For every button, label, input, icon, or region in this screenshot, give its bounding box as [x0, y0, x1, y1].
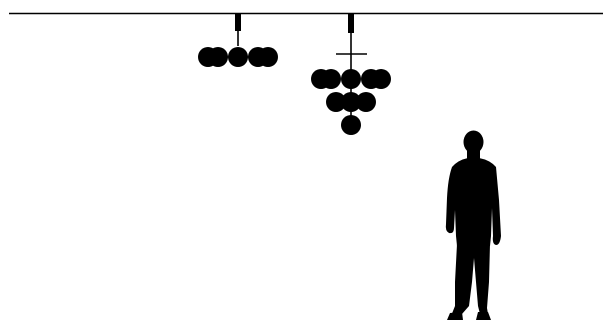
- man-head: [463, 130, 484, 154]
- globe: [258, 47, 278, 67]
- man-neck: [467, 150, 480, 160]
- globe: [326, 92, 346, 112]
- globe: [341, 69, 361, 89]
- globe: [228, 47, 248, 67]
- globe: [341, 92, 361, 112]
- man-shoe-left: [447, 312, 463, 320]
- globe: [321, 69, 341, 89]
- pendant-small: [198, 14, 278, 67]
- pendant-small-globes: [198, 47, 278, 67]
- pendant-large-globes: [311, 69, 391, 135]
- globe: [208, 47, 228, 67]
- man-torso: [445, 158, 501, 246]
- globe: [371, 69, 391, 89]
- globe: [356, 92, 376, 112]
- man-shoe-right: [476, 312, 491, 320]
- standing-man-silhouette-icon: [445, 130, 501, 320]
- pendant-large: [311, 14, 391, 135]
- globe: [341, 115, 361, 135]
- pendant-large-canopy: [348, 14, 354, 33]
- pendant-small-canopy: [235, 14, 241, 31]
- man-legs: [451, 244, 490, 316]
